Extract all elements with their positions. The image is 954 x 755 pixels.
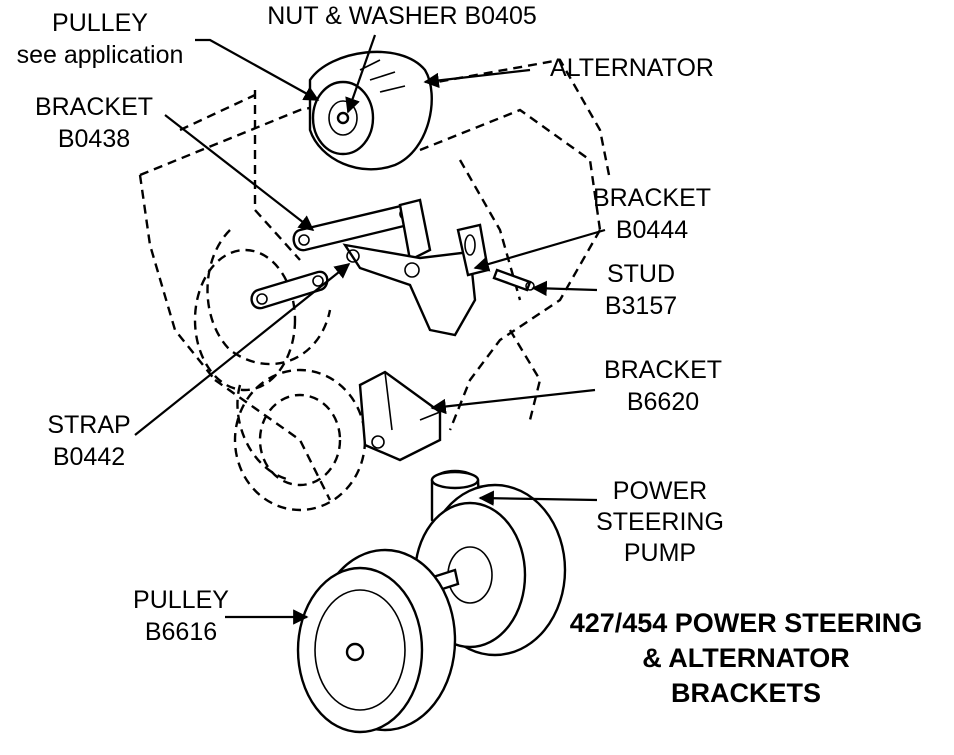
label-bracket-b6620-name: BRACKET <box>604 356 722 384</box>
bracket-b0438-drawing <box>292 198 432 262</box>
bracket-b6620-drawing <box>358 370 442 462</box>
title-line3: BRACKETS <box>671 678 821 708</box>
label-pulley-bottom-name: PULLEY <box>133 586 229 614</box>
label-pulley-bottom-code: B6616 <box>145 618 217 646</box>
alternator-drawing <box>308 50 433 171</box>
engine-outline <box>138 58 612 501</box>
label-bracket-b0438-name: BRACKET <box>35 93 153 121</box>
label-nut-washer: NUT & WASHER B0405 <box>267 2 537 30</box>
pulley-b6616-drawing <box>296 548 457 734</box>
label-strap-code: B0442 <box>53 443 125 471</box>
label-pump-line1: POWER <box>613 477 707 505</box>
title-line2: & ALTERNATOR <box>642 643 849 673</box>
label-stud-code: B3157 <box>605 292 677 320</box>
label-bracket-b0444-name: BRACKET <box>593 184 711 212</box>
stud-b3157-drawing <box>492 268 535 292</box>
label-bracket-b0438-code: B0438 <box>58 125 130 153</box>
title-line1: 427/454 POWER STEERING <box>570 608 923 638</box>
label-bracket-b0444-code: B0444 <box>616 216 688 244</box>
label-stud-name: STUD <box>607 260 675 288</box>
label-pump-line2: STEERING <box>596 508 724 536</box>
label-bracket-b6620-code: B6620 <box>627 388 699 416</box>
strap-b0442-drawing <box>250 270 329 310</box>
label-pump-line3: PUMP <box>624 539 696 567</box>
label-pulley-top-note: see application <box>17 41 184 69</box>
label-pulley-top: PULLEY <box>52 9 148 37</box>
leader-lines <box>134 34 606 625</box>
label-alternator: ALTERNATOR <box>550 54 714 82</box>
label-strap-name: STRAP <box>47 411 130 439</box>
